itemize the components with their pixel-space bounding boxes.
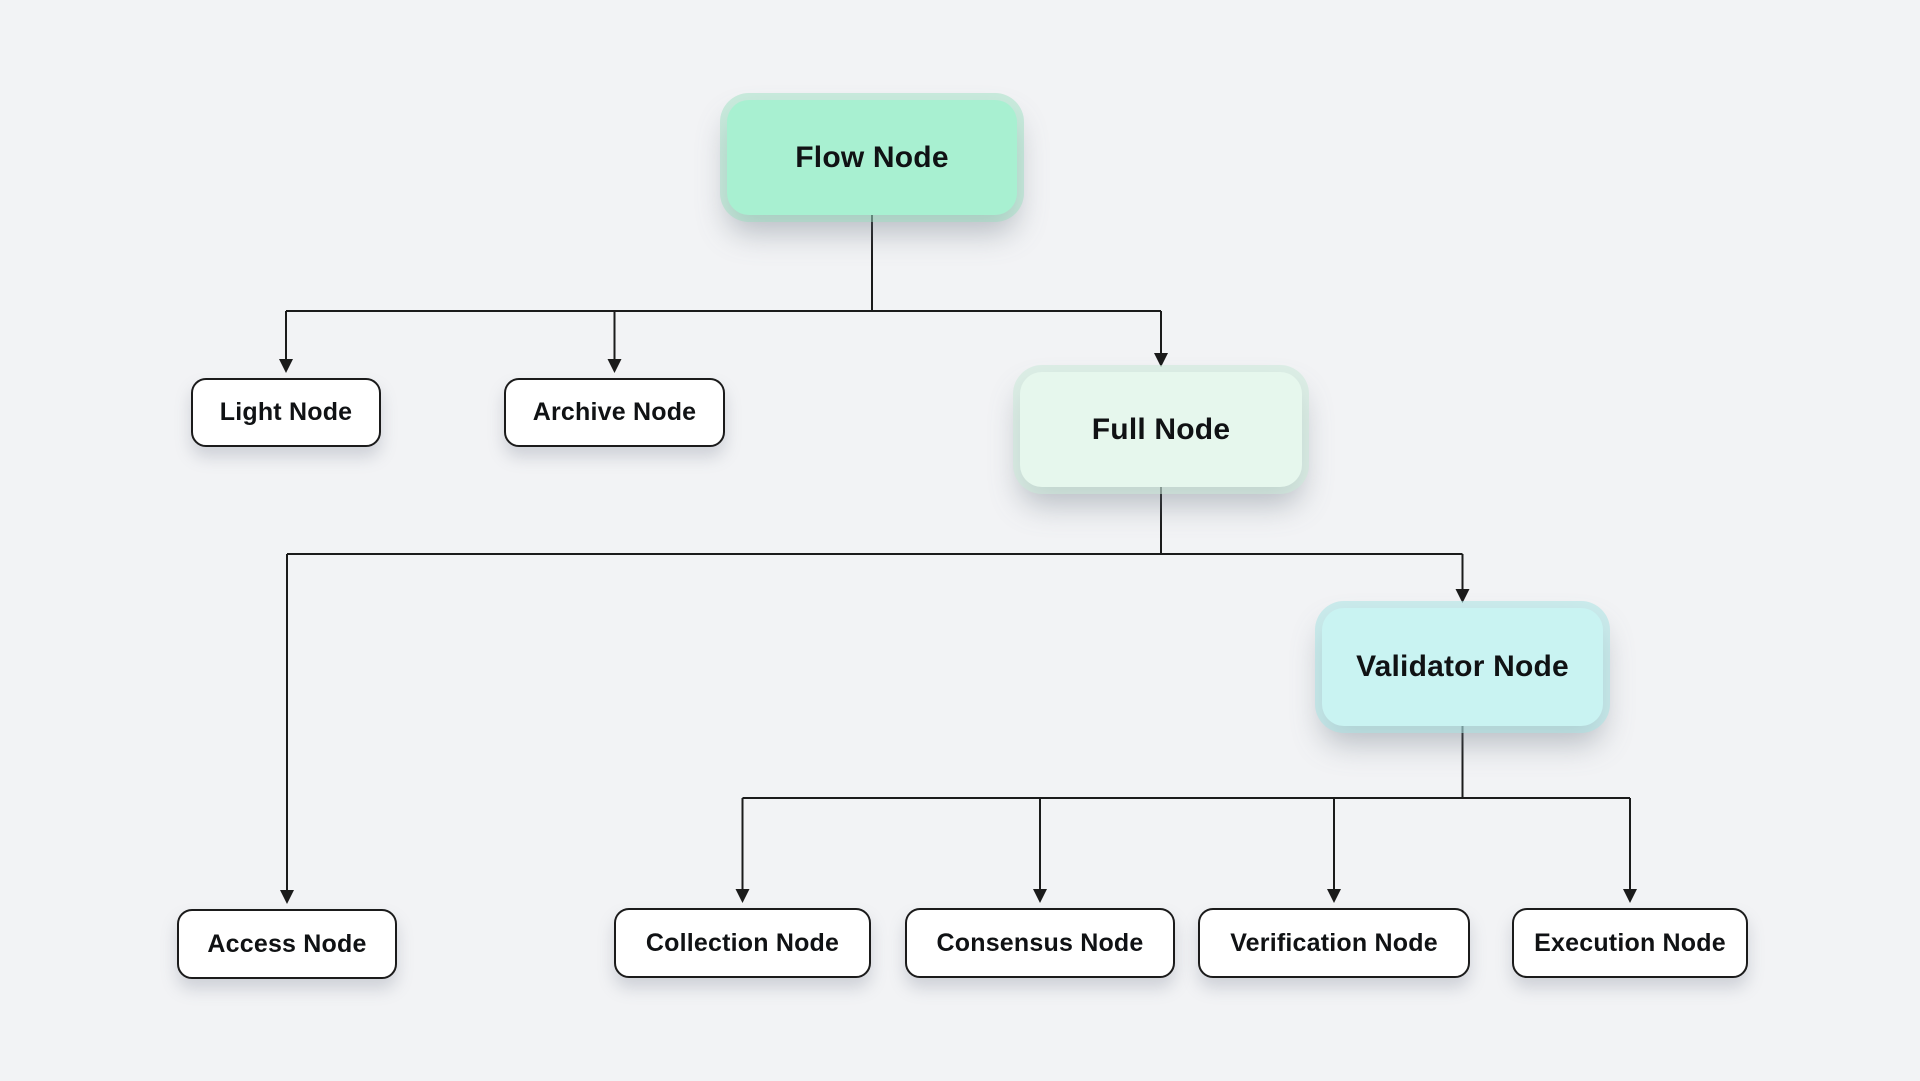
verification-node-label: Verification Node [1230, 928, 1438, 957]
light-node-box: Light Node [191, 378, 381, 447]
verification-node-box: Verification Node [1198, 908, 1470, 978]
validator-node-label: Validator Node [1356, 650, 1569, 683]
access-node-box: Access Node [177, 909, 397, 979]
light-node-label: Light Node [219, 398, 353, 426]
execution-node-box: Execution Node [1512, 908, 1748, 978]
collection-node-label: Collection Node [645, 928, 840, 957]
execution-node-label: Execution Node [1534, 928, 1726, 957]
collection-node-box: Collection Node [614, 908, 871, 978]
validator-node-box: Validator Node [1322, 608, 1603, 726]
consensus-node-box: Consensus Node [905, 908, 1175, 978]
full-node-label: Full Node [1091, 412, 1231, 446]
consensus-node-label: Consensus Node [936, 928, 1144, 957]
archive-node-box: Archive Node [504, 378, 725, 447]
archive-node-label: Archive Node [532, 398, 697, 426]
flow-node-box: Flow Node [727, 100, 1017, 215]
flow-node-label: Flow Node [795, 140, 949, 174]
full-node-box: Full Node [1020, 372, 1302, 487]
access-node-label: Access Node [207, 929, 367, 958]
